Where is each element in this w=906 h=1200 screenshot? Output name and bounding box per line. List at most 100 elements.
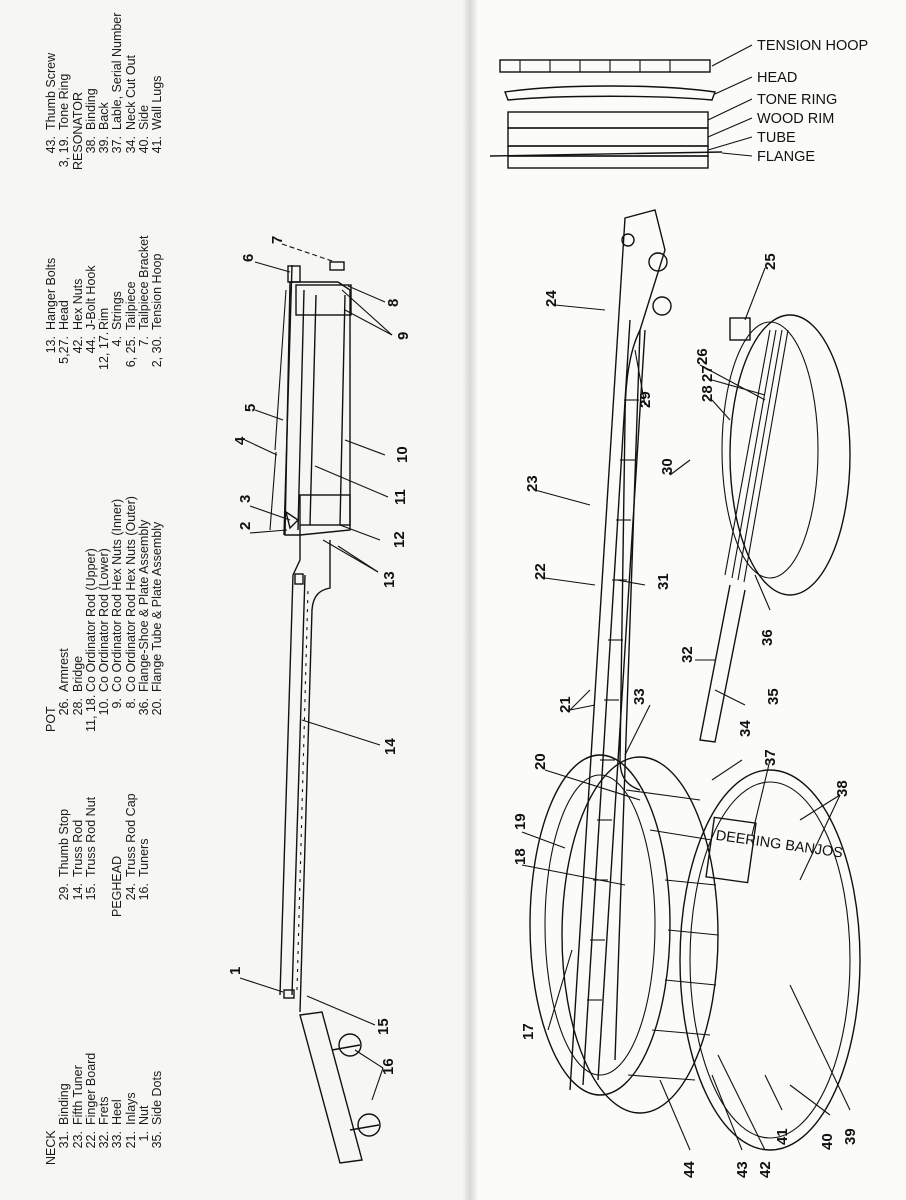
callout-9: 9	[395, 332, 412, 340]
legend-item: 1.Nut	[137, 1105, 152, 1142]
tone-ring	[284, 510, 300, 530]
callout-numbers: 1 2 3 4 5 6 7 8 9 10 11 12 13 14 15 16 1…	[227, 236, 859, 1178]
legend-item: 9.Co Ordinator Rod Hex Nuts (Inner)	[110, 498, 125, 709]
tuner-icon	[648, 252, 668, 272]
pot-rear-view	[729, 314, 851, 596]
callout-44: 44	[681, 1161, 698, 1178]
pot-rim-outer	[561, 756, 719, 1114]
legend-pot-resonator: 43.Thumb Screw 3, 19.Tone Ring RESONATOR…	[44, 13, 165, 170]
callout-6: 6	[240, 254, 257, 262]
legend-item: 29.Thumb Stop	[57, 808, 72, 901]
pot-head	[529, 754, 671, 1096]
label-tone-ring: TONE RING	[757, 92, 837, 108]
right-leader-lines	[521, 267, 851, 1151]
callout-35: 35	[765, 688, 782, 705]
left-page	[0, 0, 470, 1200]
legend-item: 32.Frets	[97, 1096, 112, 1149]
page-gutter	[462, 0, 478, 1200]
callout-26: 26	[694, 348, 711, 365]
legend-pot: POT 26.Armrest 28.Bridge 11, 18.Co Ordin…	[44, 496, 165, 732]
legend-item: 11, 18.Co Ordinator Rod (Upper)	[83, 548, 98, 732]
callout-27: 27	[699, 365, 716, 382]
legend-item: 41.Wall Lugs	[150, 75, 165, 154]
left-leader-lines	[239, 243, 393, 1101]
neck-rear-view	[699, 584, 746, 743]
legend-item: 40.Side	[137, 104, 152, 154]
tailpiece-bracket	[329, 261, 345, 271]
resonator-binding	[689, 781, 851, 1139]
tailpiece	[287, 265, 301, 283]
legend-item: 21.Inlays	[123, 1092, 138, 1149]
legend-item: 44.J-Bolt Hook	[83, 265, 98, 354]
callout-37: 37	[762, 749, 779, 766]
tuner-icon	[621, 233, 635, 247]
legend-neck-continued: 29.Thumb Stop 14.Truss Rod 15.Truss Rod …	[45, 793, 151, 917]
legend-item: 38.Binding	[83, 88, 98, 154]
wood-rim-part	[507, 127, 709, 147]
callout-1: 1	[227, 967, 244, 975]
legend-item: 15.Truss Rod Nut	[83, 796, 98, 901]
neck-fingerboard	[279, 525, 301, 996]
legend-item: 10.Co Ordinator Rod (Lower)	[97, 548, 112, 716]
callout-41: 41	[774, 1128, 791, 1145]
callout-21: 21	[557, 696, 574, 713]
legend-item: 31.Binding	[57, 1083, 72, 1149]
legend-item: 8.Co Ordinator Rod Hex Nuts (Outer)	[123, 496, 138, 709]
tailpiece-rear	[729, 317, 751, 341]
neck-perspective	[569, 209, 666, 1091]
legend-item: 39.Back	[97, 102, 112, 154]
callout-34: 34	[737, 720, 754, 737]
callout-32: 32	[679, 646, 696, 663]
neck-back	[299, 540, 331, 1013]
callout-31: 31	[655, 573, 672, 590]
callout-19: 19	[512, 813, 529, 830]
callout-28: 28	[699, 385, 716, 402]
callout-30: 30	[659, 458, 676, 475]
legend-item: 5,27.Head	[57, 300, 72, 364]
legend-heading-neck: NECK	[44, 1130, 58, 1165]
label-flange: FLANGE	[757, 149, 815, 165]
coordinator-rod-lower	[339, 294, 346, 526]
fifth-tuner-icon	[294, 573, 304, 585]
callout-2: 2	[237, 522, 254, 530]
legend-item: 3, 19.Tone Ring	[57, 73, 72, 168]
callout-39: 39	[842, 1128, 859, 1145]
legend-item: 16.Tuners	[137, 838, 152, 901]
legend-heading-pot: POT	[44, 706, 58, 732]
legend-item: 2, 30.Tension Hoop	[150, 253, 165, 368]
callout-13: 13	[381, 571, 398, 588]
exploded-pot-view	[489, 44, 753, 169]
tension-hoop-ring	[499, 59, 711, 73]
legend-item: 42.Hex Nuts	[70, 278, 85, 354]
neck-heel-line	[619, 329, 641, 791]
legend-item: 4.Strings	[110, 291, 125, 347]
legend-pot-continued: 13.Hanger Bolts 5,27.Head 42.Hex Nuts 44…	[44, 235, 165, 371]
tuner-icon	[652, 296, 672, 316]
callout-3: 3	[237, 495, 254, 503]
callout-8: 8	[385, 299, 402, 307]
coordinator-rod-upper	[309, 294, 317, 526]
callout-18: 18	[512, 848, 529, 865]
callout-29: 29	[637, 391, 654, 408]
legend-item: 22.Finger Board	[83, 1052, 98, 1149]
tone-ring-part	[507, 111, 709, 129]
callout-15: 15	[375, 1018, 392, 1035]
legend-item: 23.Fifth Tuner	[70, 1065, 85, 1149]
legend-item: 43.Thumb Screw	[44, 52, 58, 154]
resonator-back	[679, 769, 861, 1151]
legend-item: 35.Side Dots	[150, 1070, 165, 1149]
exploded-labels: TENSION HOOP HEAD TONE RING WOOD RIM TUB…	[757, 38, 868, 165]
callout-14: 14	[382, 738, 399, 755]
serial-number-label	[705, 816, 757, 884]
legend-item: 13.Hanger Bolts	[44, 257, 58, 354]
serial-label-text: DEERING BANJOS	[715, 828, 844, 862]
peghead-outline	[299, 1011, 363, 1164]
legend-item: 34.Neck Cut Out	[123, 54, 138, 154]
callout-25: 25	[762, 253, 779, 270]
legend-heading-resonator: RESONATOR	[70, 91, 85, 170]
callout-36: 36	[759, 629, 776, 646]
callout-17: 17	[520, 1023, 537, 1040]
legend-item: 20.Flange Tube & Plate Assembly	[150, 521, 165, 716]
legend-item: 7.Tailpiece Bracket	[137, 235, 152, 347]
legend-item: 14.Truss Rod	[70, 819, 85, 901]
